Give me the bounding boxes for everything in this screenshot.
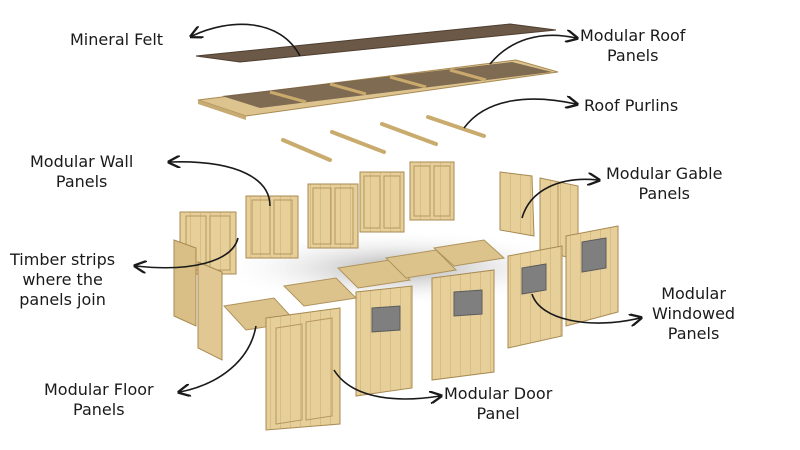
label-roof-purlins: Roof Purlins	[584, 96, 679, 115]
arrow-floor-panels	[180, 325, 257, 392]
label-windowed-panels: Modular Windowed Panels	[652, 284, 736, 343]
label-mineral-felt: Mineral Felt	[70, 30, 164, 49]
label-door-panel: Modular Door Panel	[444, 384, 553, 423]
floor-panels	[223, 239, 506, 331]
arrow-door-panel	[333, 369, 440, 399]
label-floor-panels: Modular Floor Panels	[44, 380, 154, 419]
mineral-felt-sheet	[195, 23, 557, 63]
right-side-wall	[565, 225, 619, 327]
label-roof-panels: Modular Roof Panels	[580, 26, 686, 65]
modular-windowed-panels	[355, 245, 563, 397]
modular-door-panel	[265, 307, 341, 431]
roof-panels	[197, 59, 559, 120]
arrow-timber-strips	[136, 237, 239, 268]
left-side-walls	[173, 239, 223, 361]
label-timber-strips: Timber strips where the panels join	[10, 250, 116, 309]
label-gable-panels: Modular Gable Panels	[606, 164, 723, 203]
arrow-mineral-felt	[192, 23, 301, 57]
roof-purlins	[281, 115, 486, 162]
modular-wall-panels	[179, 161, 455, 275]
arrow-roof-panels	[489, 35, 576, 65]
label-wall-panels: Modular Wall Panels	[30, 152, 134, 191]
arrow-wall-panels	[170, 162, 271, 207]
arrow-windowed-panels	[531, 293, 640, 323]
arrow-gable-panels	[521, 179, 598, 219]
arrow-roof-purlins	[463, 99, 576, 129]
callout-arrows	[136, 23, 640, 399]
